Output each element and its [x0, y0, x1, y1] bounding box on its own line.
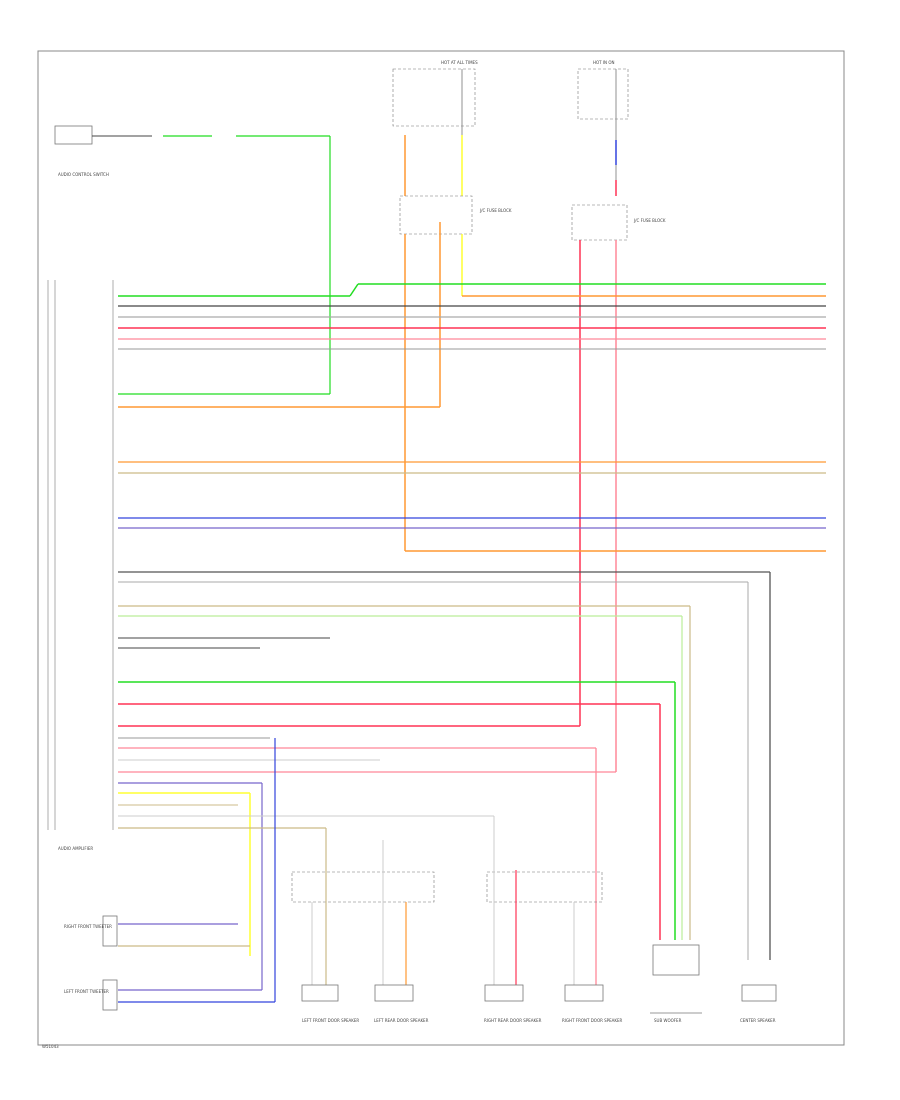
- junction-left-label: J/C FUSE BLOCK: [479, 208, 512, 213]
- sub-woofer: SUB WOOFER: [650, 944, 702, 1023]
- right-speaker-junction: [486, 871, 603, 903]
- left-front-door-speaker: LEFT FRONT DOOR SPEAKER: [301, 870, 359, 1023]
- audio-control-switch-box: [54, 125, 93, 145]
- audio-amplifier-label: AUDIO AMPLIFIER: [58, 846, 93, 851]
- svg-text:SUB WOOFER: SUB WOOFER: [654, 1018, 682, 1023]
- junction-right-label: J/C FUSE BLOCK: [633, 218, 666, 223]
- right-rear-door-speaker: RIGHT REAR DOOR SPEAKER: [484, 870, 542, 1023]
- junction-right: [571, 204, 628, 241]
- diagram-footer-code: W51043: [42, 1044, 59, 1049]
- left-tweeter-box: [102, 979, 118, 1011]
- left-front-tweeter-label: LEFT FRONT TWEETER: [64, 989, 109, 994]
- right-front-tweeter-label: RIGHT FRONT TWEETER: [64, 924, 112, 929]
- left-rear-door-speaker: LEFT REAR DOOR SPEAKER: [374, 840, 429, 1023]
- fuse-block-left: [392, 68, 476, 127]
- hot-in-on-label: HOT IN ON: [593, 60, 614, 65]
- svg-text:RIGHT FRONT DOOR SPEAKER: RIGHT FRONT DOOR SPEAKER: [562, 1018, 623, 1023]
- fuse-block-right: [577, 68, 629, 120]
- right-front-door-speaker: RIGHT FRONT DOOR SPEAKER: [562, 902, 623, 1023]
- hot-at-all-times-label: HOT AT ALL TIMES: [441, 60, 478, 65]
- audio-control-switch-label: AUDIO CONTROL SWITCH: [58, 172, 109, 177]
- relay-block: [399, 195, 473, 235]
- center-speaker: CENTER SPEAKER: [740, 984, 777, 1023]
- svg-text:LEFT FRONT DOOR SPEAKER: LEFT FRONT DOOR SPEAKER: [302, 1018, 359, 1023]
- left-speaker-junction: [291, 871, 435, 903]
- svg-text:LEFT REAR DOOR SPEAKER: LEFT REAR DOOR SPEAKER: [374, 1018, 429, 1023]
- diagram-frame: [37, 50, 845, 1046]
- svg-text:CENTER SPEAKER: CENTER SPEAKER: [740, 1018, 776, 1023]
- right-tweeter-box: [102, 915, 118, 947]
- svg-text:RIGHT REAR DOOR SPEAKER: RIGHT REAR DOOR SPEAKER: [484, 1018, 542, 1023]
